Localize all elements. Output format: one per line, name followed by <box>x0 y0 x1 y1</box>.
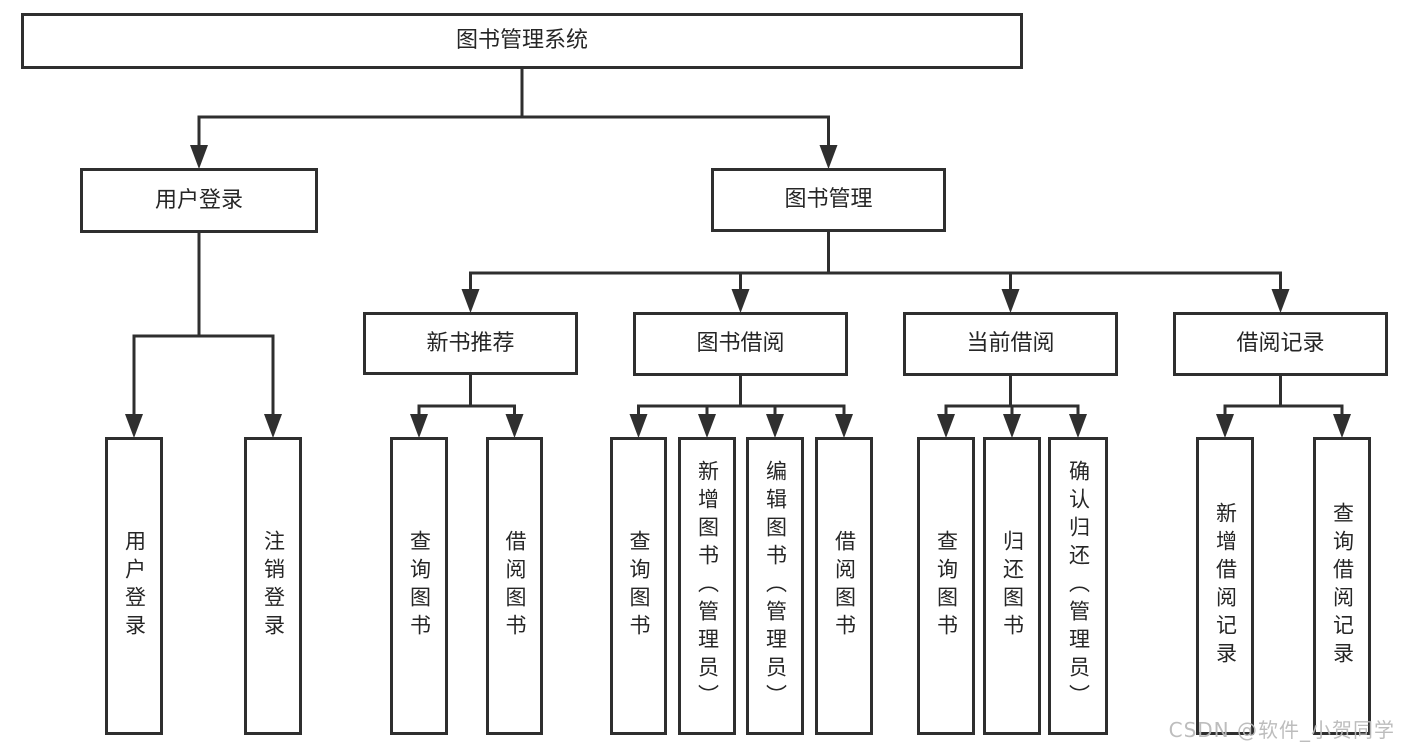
node-label-leaf-return-book: 归还图书 <box>1000 530 1025 642</box>
arrowhead <box>1216 414 1234 438</box>
node-leaf-confirm-return: 确认归还（管理员） <box>1048 437 1108 735</box>
node-label-leaf-add-record: 新增借阅记录 <box>1213 502 1238 670</box>
node-label-leaf-logout: 注销登录 <box>261 530 286 642</box>
node-leaf-query-record: 查询借阅记录 <box>1313 437 1371 735</box>
node-label-leaf-user-login: 用户登录 <box>122 530 147 642</box>
node-leaf-user-login: 用户登录 <box>105 437 163 735</box>
node-label-leaf-query-book-3: 查询图书 <box>934 530 959 642</box>
node-label-leaf-query-book-1: 查询图书 <box>407 530 432 642</box>
arrowhead <box>766 414 784 438</box>
arrowhead <box>1003 414 1021 438</box>
node-current-borrow: 当前借阅 <box>903 312 1118 376</box>
node-label-new-book-rec: 新书推荐 <box>426 330 515 356</box>
arrowhead <box>698 414 716 438</box>
arrowhead <box>937 414 955 438</box>
node-leaf-query-book-2: 查询图书 <box>610 437 667 735</box>
node-leaf-edit-book: 编辑图书（管理员） <box>746 437 804 735</box>
node-label-leaf-borrow-book-2: 借阅图书 <box>832 530 857 642</box>
arrowhead <box>1001 289 1020 313</box>
arrowhead <box>835 414 853 438</box>
arrowhead <box>1069 414 1087 438</box>
arrowhead <box>731 289 750 313</box>
node-leaf-add-record: 新增借阅记录 <box>1196 437 1254 735</box>
node-new-book-rec: 新书推荐 <box>363 312 578 375</box>
node-root: 图书管理系统 <box>21 13 1023 69</box>
node-leaf-query-book-1: 查询图书 <box>390 437 448 735</box>
node-label-leaf-add-book: 新增图书（管理员） <box>695 460 720 712</box>
node-leaf-borrow-book-2: 借阅图书 <box>815 437 873 735</box>
node-book-mgmt: 图书管理 <box>711 168 946 232</box>
arrowhead <box>1271 289 1290 313</box>
node-label-leaf-edit-book: 编辑图书（管理员） <box>763 460 788 712</box>
arrowhead <box>461 289 480 313</box>
watermark: CSDN @软件_小贺同学 <box>1168 718 1395 742</box>
node-label-current-borrow: 当前借阅 <box>966 331 1055 356</box>
node-label-borrow-record: 借阅记录 <box>1236 331 1325 356</box>
node-label-leaf-query-record: 查询借阅记录 <box>1330 502 1355 670</box>
node-label-leaf-query-book-2: 查询图书 <box>627 530 651 642</box>
arrowhead <box>125 414 143 438</box>
arrowhead <box>819 145 838 169</box>
arrowhead <box>505 414 524 438</box>
node-user-login: 用户登录 <box>80 168 318 233</box>
node-label-book-borrow: 图书借阅 <box>696 331 785 356</box>
node-leaf-return-book: 归还图书 <box>983 437 1041 735</box>
arrowhead <box>264 414 282 438</box>
arrowhead <box>190 145 208 169</box>
node-label-user-login: 用户登录 <box>154 187 243 213</box>
node-leaf-query-book-3: 查询图书 <box>917 437 975 735</box>
arrowhead <box>410 414 428 438</box>
node-leaf-logout: 注销登录 <box>244 437 302 735</box>
node-book-borrow: 图书借阅 <box>633 312 848 376</box>
node-label-root: 图书管理系统 <box>455 28 588 53</box>
node-leaf-add-book: 新增图书（管理员） <box>678 437 736 735</box>
arrowhead <box>1333 414 1351 438</box>
node-label-leaf-borrow-book-1: 借阅图书 <box>503 530 527 642</box>
node-leaf-borrow-book-1: 借阅图书 <box>486 437 543 735</box>
arrowhead <box>629 414 648 438</box>
node-label-book-mgmt: 图书管理 <box>784 187 873 212</box>
node-borrow-record: 借阅记录 <box>1173 312 1388 376</box>
node-label-leaf-confirm-return: 确认归还（管理员） <box>1066 460 1091 712</box>
